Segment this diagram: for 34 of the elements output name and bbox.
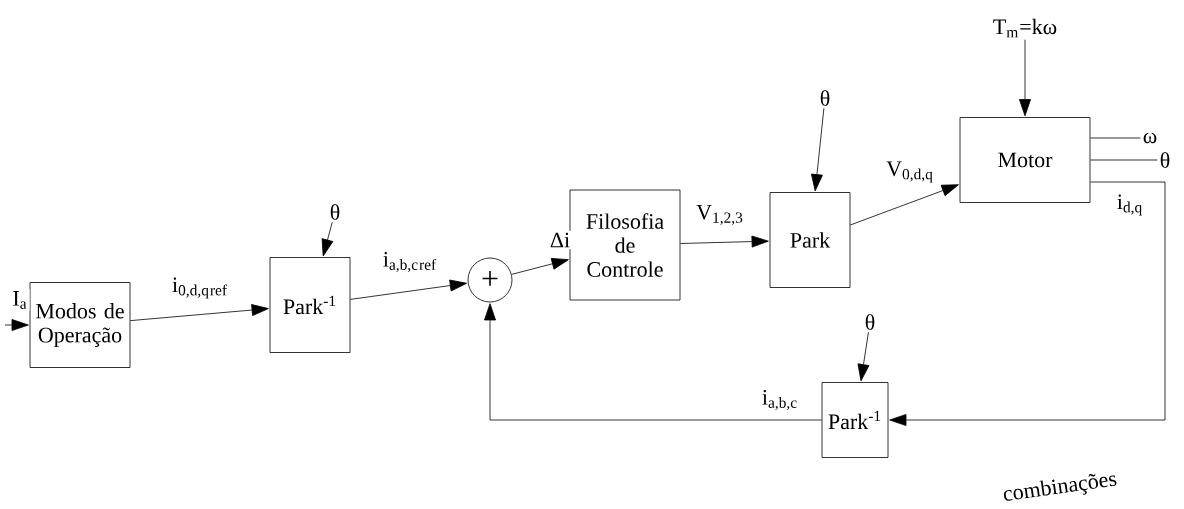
arrow bbox=[130, 304, 269, 322]
arrow bbox=[484, 303, 822, 421]
edge-label: i$_{0,d,qref}$ bbox=[170, 275, 230, 301]
edge-label: V$_{1,2,3}$ bbox=[694, 203, 746, 228]
block-box: Park$^{-1}$ bbox=[821, 382, 889, 458]
block-box: Motor bbox=[959, 117, 1091, 203]
input-label: θ bbox=[865, 314, 875, 330]
edge-label: V$_{0,d,q}$ bbox=[884, 159, 936, 185]
arrow bbox=[1019, 39, 1031, 117]
arrow bbox=[857, 331, 870, 382]
arrow bbox=[889, 181, 1166, 426]
block-box: Modos de Operação bbox=[29, 282, 131, 368]
arrow bbox=[850, 184, 959, 226]
arrow bbox=[511, 258, 569, 275]
arrow bbox=[321, 221, 334, 257]
arrow bbox=[811, 107, 825, 192]
block-box: Park bbox=[769, 192, 851, 288]
input-label: θ bbox=[820, 90, 830, 106]
edge-label: i$_{a,b,c}$ bbox=[759, 387, 801, 413]
edge-label: Δi bbox=[547, 230, 573, 250]
input-label: θ bbox=[330, 204, 340, 220]
block-box: Park$^{-1}$ bbox=[269, 257, 351, 353]
edge-label: i$_{d,q}$ bbox=[1114, 192, 1146, 218]
summing-junction: + bbox=[467, 257, 513, 303]
note-text: combinações bbox=[1003, 473, 1117, 501]
input-label: T$_{m}$=kω bbox=[993, 18, 1057, 38]
output-label: θ bbox=[1160, 152, 1170, 168]
edge-label: I$_{a}$ bbox=[10, 289, 30, 311]
edge-label: i$_{a,b,cref}$ bbox=[380, 249, 440, 275]
arrow bbox=[680, 235, 769, 248]
block-box: Filosofia de Controle bbox=[569, 189, 681, 301]
arrow bbox=[4, 319, 29, 331]
arrow bbox=[350, 279, 467, 300]
output-label: ω bbox=[1143, 132, 1157, 144]
